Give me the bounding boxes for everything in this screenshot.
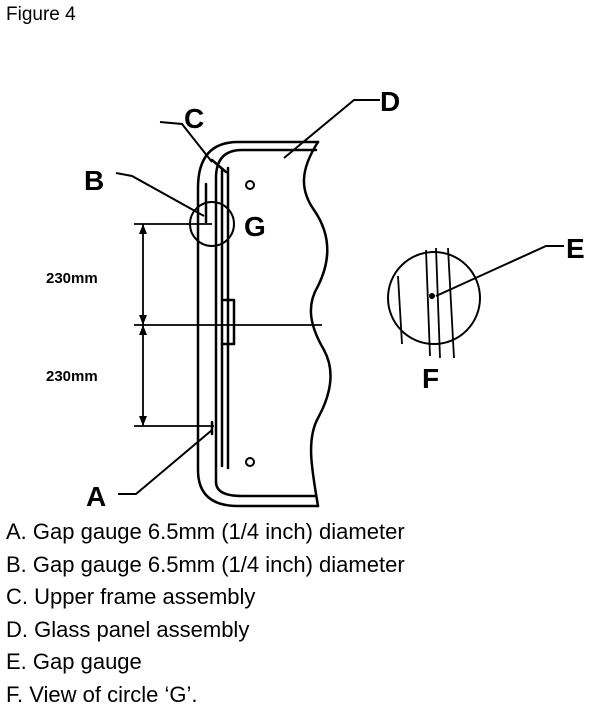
dim-arrow-down xyxy=(139,416,147,426)
leader-b xyxy=(115,172,205,217)
dim-arrow-up xyxy=(139,224,147,234)
legend-list: A. Gap gauge 6.5mm (1/4 inch) diameter B… xyxy=(6,516,405,711)
detail-gauge-dot xyxy=(429,293,435,299)
legend-item-e: E. Gap gauge xyxy=(6,649,142,674)
callout-c: C xyxy=(184,103,204,134)
detail-gauge-lines xyxy=(397,247,455,359)
legend-item-a: A. Gap gauge 6.5mm (1/4 inch) diameter xyxy=(6,519,405,544)
glass-channel-strip xyxy=(220,166,230,470)
callout-a: A xyxy=(86,481,106,512)
callout-e: E xyxy=(566,233,585,264)
figure-title: Figure 4 xyxy=(6,4,76,25)
leader-e xyxy=(435,245,564,297)
upper-frame-inner-line xyxy=(214,148,318,498)
latch-bracket xyxy=(220,298,236,346)
dim-label-upper: 230mm xyxy=(46,270,98,287)
callout-d: D xyxy=(380,86,400,117)
leader-d xyxy=(283,99,380,159)
corner-detail xyxy=(210,158,228,174)
dim-arrow-mid-up xyxy=(139,325,147,335)
leader-c xyxy=(159,121,213,163)
callout-f: F xyxy=(422,363,439,394)
leader-a xyxy=(118,429,213,495)
glass-panel-break-edge xyxy=(302,140,332,508)
legend-item-b: B. Gap gauge 6.5mm (1/4 inch) diameter xyxy=(6,551,405,577)
fixing-hole-top xyxy=(245,180,255,190)
legend-item-d: D. Glass panel assembly xyxy=(6,616,250,642)
callout-b: B xyxy=(84,165,104,196)
detail-circle-f xyxy=(387,251,481,345)
legend-item-f: F. View of circle ‘G’. xyxy=(6,681,198,707)
dim-arrow-mid-down xyxy=(139,315,147,325)
fixing-hole-bottom xyxy=(245,457,255,467)
callout-g: G xyxy=(244,211,266,242)
dim-label-lower: 230mm xyxy=(46,368,98,385)
upper-frame-outline xyxy=(196,140,320,508)
legend-item-c: C. Upper frame assembly xyxy=(6,584,256,609)
